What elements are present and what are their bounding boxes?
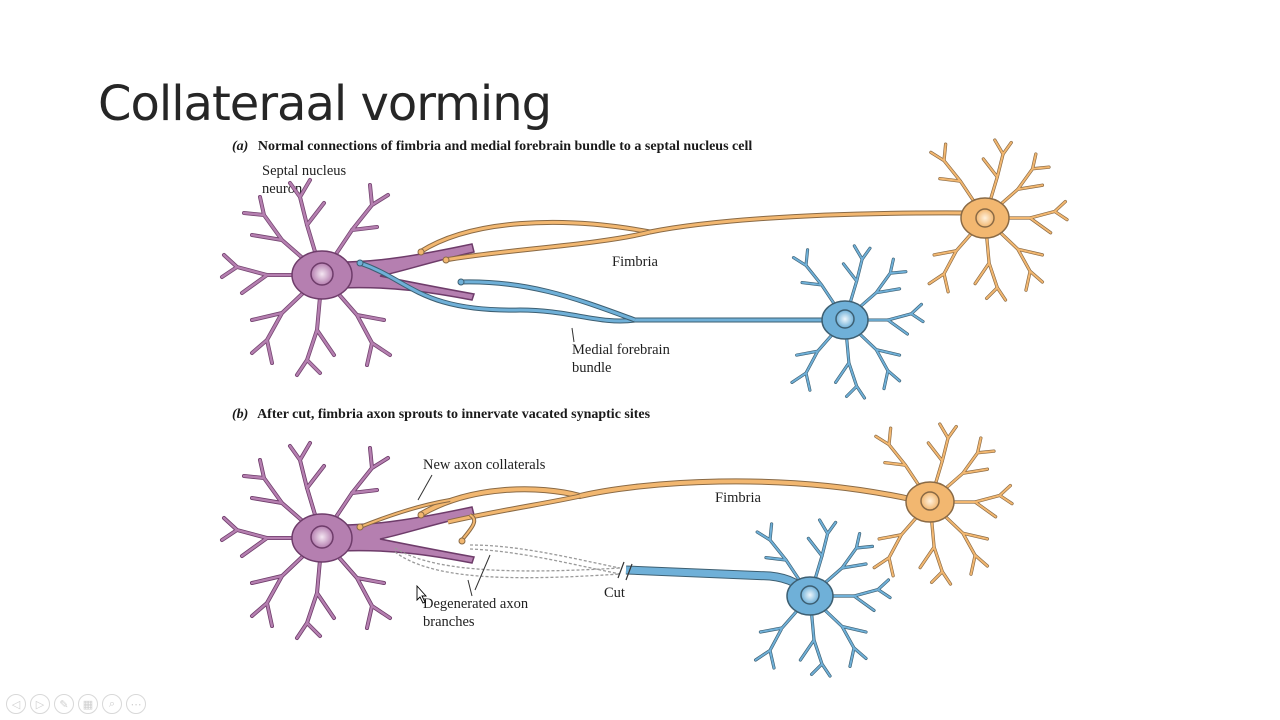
fimbria-neuron-a — [927, 138, 1069, 302]
prev-arrow-icon[interactable]: ◁ — [6, 694, 26, 714]
more-icon[interactable]: ⋯ — [126, 694, 146, 714]
label-mfb-line2: bundle — [572, 360, 611, 376]
panel-a-letter: (a) — [232, 139, 248, 154]
septal-neuron-b — [220, 441, 475, 640]
magnifier-icon[interactable]: ⌕ — [102, 694, 122, 714]
panel-a-caption-text: Normal connections of fimbria and medial… — [258, 139, 753, 154]
panel-b-letter: (b) — [232, 407, 248, 422]
mfb-neuron-a — [790, 244, 925, 400]
presentation-toolbar: ◁ ▷ ✎ ▦ ⌕ ⋯ — [6, 694, 146, 714]
cut-mfb-axon — [617, 561, 812, 598]
mouse-cursor — [416, 584, 428, 604]
label-fimbria-a: Fimbria — [612, 254, 658, 270]
label-fimbria-b: Fimbria — [715, 490, 761, 506]
label-degenerated-line2: branches — [423, 614, 475, 630]
septal-neuron-a — [220, 178, 475, 377]
panel-a-caption: (a) Normal connections of fimbria and me… — [232, 139, 752, 154]
panel-b-caption-text: After cut, fimbria axon sprouts to inner… — [257, 407, 651, 422]
label-septal-neuron-line1: Septal nucleus — [262, 163, 347, 179]
next-arrow-icon[interactable]: ▷ — [30, 694, 50, 714]
mfb-neuron-b — [753, 518, 892, 678]
label-cut: Cut — [604, 585, 625, 601]
pen-icon[interactable]: ✎ — [54, 694, 74, 714]
label-degenerated-line1: Degenerated axon — [423, 596, 529, 612]
degenerated-branches — [394, 544, 621, 579]
label-new-collaterals: New axon collaterals — [423, 457, 546, 473]
slide-title: Collateraal vorming — [98, 76, 552, 132]
panel-b-caption: (b) After cut, fimbria axon sprouts to i… — [232, 407, 651, 422]
grid-icon[interactable]: ▦ — [78, 694, 98, 714]
label-mfb-line1: Medial forebrain — [572, 342, 671, 358]
mfb-axon-a — [356, 259, 830, 343]
fimbria-neuron-b — [872, 422, 1014, 586]
fimbria-axon-a — [417, 210, 971, 264]
fimbria-axon-b — [356, 478, 916, 545]
